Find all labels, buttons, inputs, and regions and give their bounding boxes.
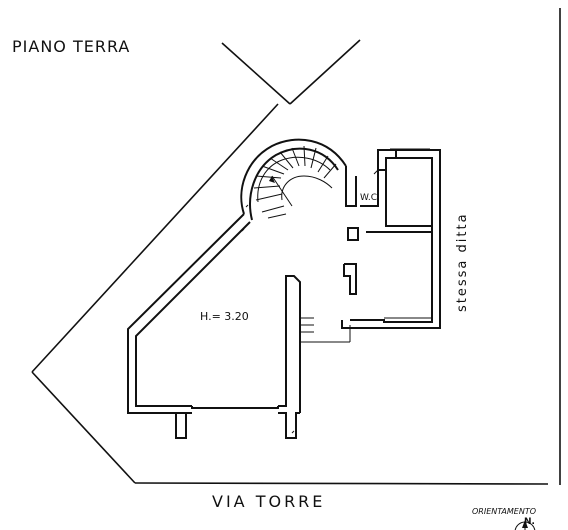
neighbor-label: stessa ditta	[455, 212, 470, 312]
street-label: VIA TORRE	[212, 492, 325, 511]
orientation-label: ORIENTAMENTO	[472, 507, 536, 516]
lot-boundary	[31, 8, 561, 485]
exterior-walls	[127, 148, 441, 439]
wc-label: W.C.	[360, 193, 380, 203]
spiral-staircase	[240, 138, 347, 221]
floor-title: PIANO TERRA	[12, 37, 130, 56]
north-label: N.	[524, 517, 535, 527]
room-height-label: H.= 3.20	[200, 310, 249, 323]
orientation-marker: ORIENTAMENTO N.	[472, 507, 536, 530]
dimension-ticks	[241, 204, 295, 434]
north-arrow-icon	[514, 520, 536, 530]
